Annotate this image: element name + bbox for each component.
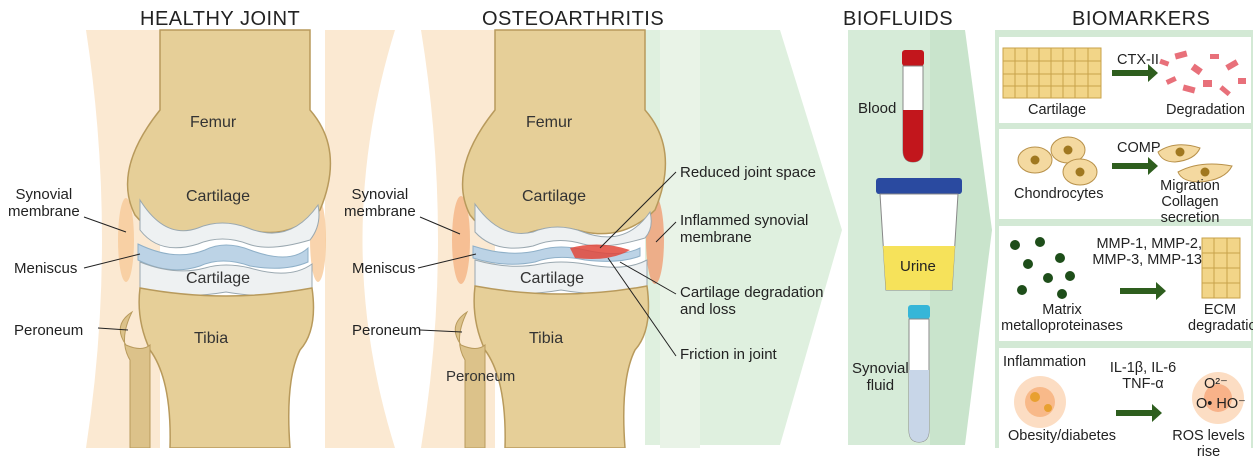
healthy-tibia-label: Tibia [194, 330, 228, 348]
oa-callout-inflamed-synovium: Inflammed synovial membrane [680, 212, 808, 246]
oa-cartilage-bottom-label: Cartilage [520, 270, 584, 288]
oa-femur-label: Femur [526, 114, 572, 132]
ros-superoxide: O²⁻ [1204, 376, 1228, 392]
ecm-matrix-icon [1202, 238, 1240, 298]
header-biomarkers: BIOMARKERS [1072, 8, 1210, 31]
healthy-meniscus-label: Meniscus [14, 260, 77, 277]
degradation-label: Degradation [1166, 102, 1245, 118]
urine-label: Urine [900, 258, 936, 275]
ros-label: ROS levels rise [1164, 428, 1253, 460]
inflammation-label: Inflammation [1003, 354, 1086, 370]
oa-peroneum-left-label: Peroneum [352, 322, 421, 339]
chondrocytes-label: Chondrocytes [1014, 186, 1103, 202]
figure-graphics [0, 0, 1253, 448]
ros-radicals: O• HO⁻ [1196, 396, 1246, 412]
synovial-fluid-label: Synovial fluid [852, 360, 909, 394]
mmp-label: MMP-1, MMP-2, MMP-3, MMP-13 [1076, 236, 1202, 268]
oa-callout-reduced-space: Reduced joint space [680, 164, 816, 181]
cartilage-matrix-icon [1003, 48, 1101, 98]
oa-meniscus-label: Meniscus [352, 260, 415, 277]
ecm-degradation-label: ECM degradation [1188, 302, 1252, 334]
healthy-peroneum-label: Peroneum [14, 322, 83, 339]
blood-label: Blood [858, 100, 896, 117]
inflammation-icon [1014, 376, 1066, 428]
healthy-cartilage-bottom-label: Cartilage [186, 270, 250, 288]
healthy-synovial-label: Synovial membrane [8, 186, 80, 220]
healthy-knee [86, 30, 395, 448]
oa-peroneum-bottom-label: Peroneum [446, 368, 515, 385]
ctx-ii-label: CTX-II [1117, 52, 1159, 68]
migration-label: Migration Collagen secretion [1130, 178, 1250, 226]
header-healthy: HEALTHY JOINT [140, 8, 300, 31]
comp-label: COMP [1117, 140, 1161, 156]
oa-callout-friction: Friction in joint [680, 346, 777, 363]
blood-tube [902, 50, 924, 162]
oa-cartilage-top-label: Cartilage [522, 188, 586, 206]
obesity-label: Obesity/diabetes [1008, 428, 1116, 444]
header-biofluids: BIOFLUIDS [843, 8, 953, 31]
cartilage-row-label: Cartilage [1028, 102, 1086, 118]
header-osteoarthritis: OSTEOARTHRITIS [482, 8, 664, 31]
oa-synovial-label: Synovial membrane [344, 186, 416, 220]
healthy-femur-label: Femur [190, 114, 236, 132]
synovial-tube [908, 305, 930, 442]
cytokines-label: IL-1β, IL-6 TNF-α [1100, 360, 1186, 392]
oa-tibia-label: Tibia [529, 330, 563, 348]
oa-callout-cartilage-loss: Cartilage degradation and loss [680, 284, 823, 318]
healthy-cartilage-top-label: Cartilage [186, 188, 250, 206]
mmp-source-label: Matrix metalloproteinases [1000, 302, 1124, 334]
